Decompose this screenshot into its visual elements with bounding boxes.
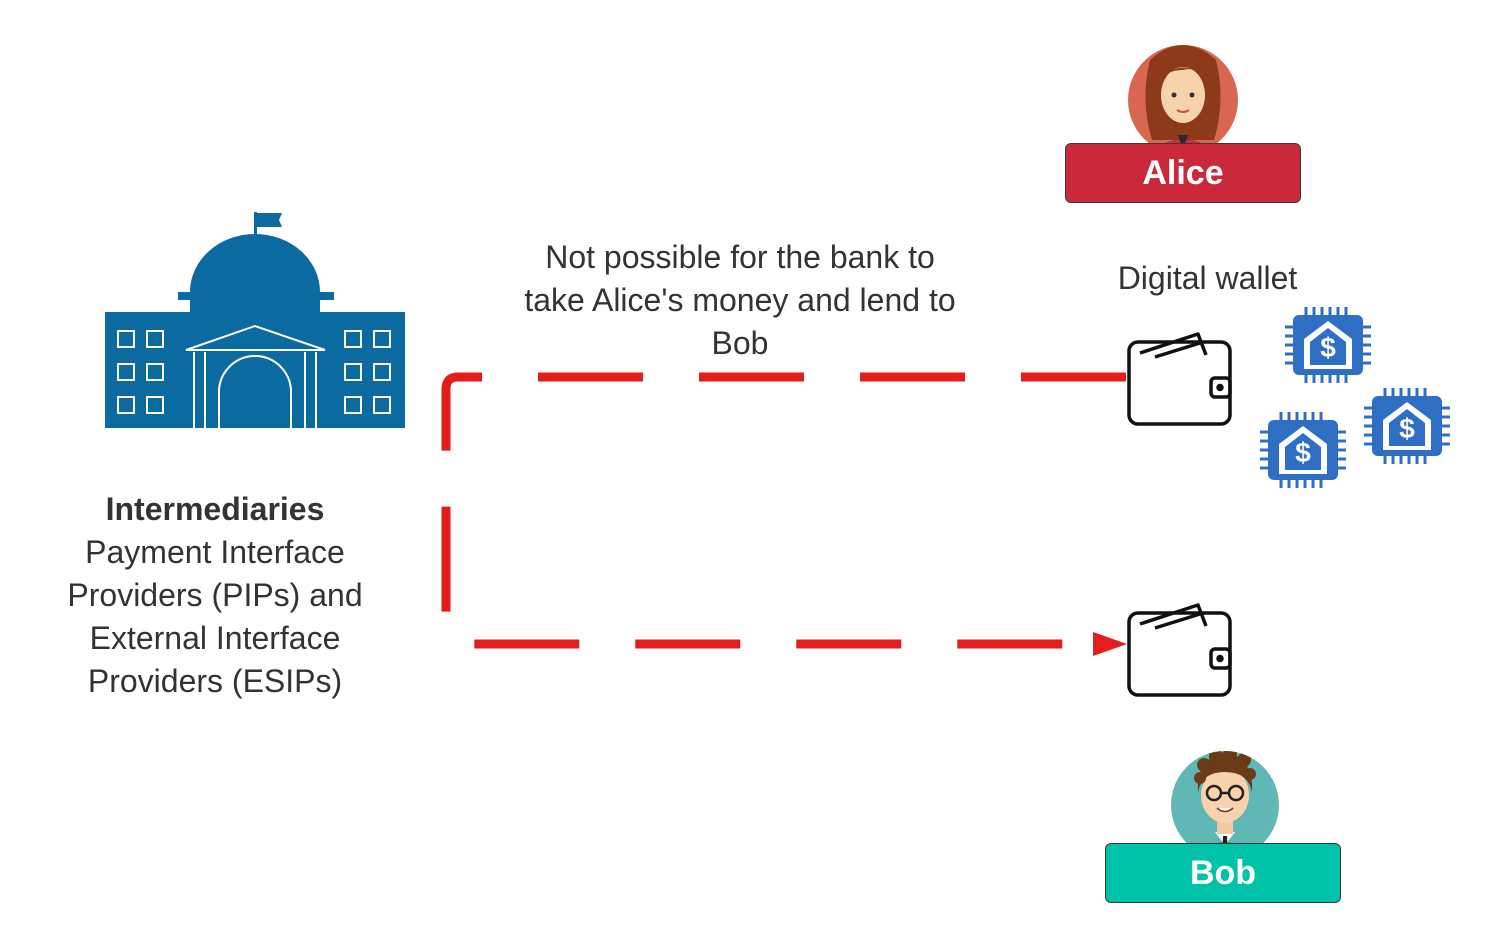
note-line: Not possible for the bank to [545,239,935,275]
intermediaries-line: External Interface [89,620,341,656]
wallet-icon [1127,332,1232,426]
intermediaries-line: Providers (PIPs) and [67,577,363,613]
wallet-icon [1127,603,1232,697]
note-text: Not possible for the bank to take Alice'… [470,236,1010,365]
arrow-head [1093,632,1127,656]
digital-token-icon [1283,305,1373,385]
digital-wallet-label: Digital wallet [1117,260,1298,296]
note-line: Bob [711,325,769,361]
intermediaries-text: Intermediaries Payment Interface Provide… [30,488,400,703]
digital-token-icon [1362,386,1452,466]
intermediaries-line: Providers (ESIPs) [87,663,343,699]
bob-badge: Bob [1105,843,1341,903]
intermediaries-line: Payment Interface [85,534,345,570]
digital-token-icon [1258,410,1348,490]
intermediaries-title: Intermediaries [105,491,325,527]
note-line: take Alice's money and lend to [524,282,956,318]
alice-badge: Alice [1065,143,1301,203]
